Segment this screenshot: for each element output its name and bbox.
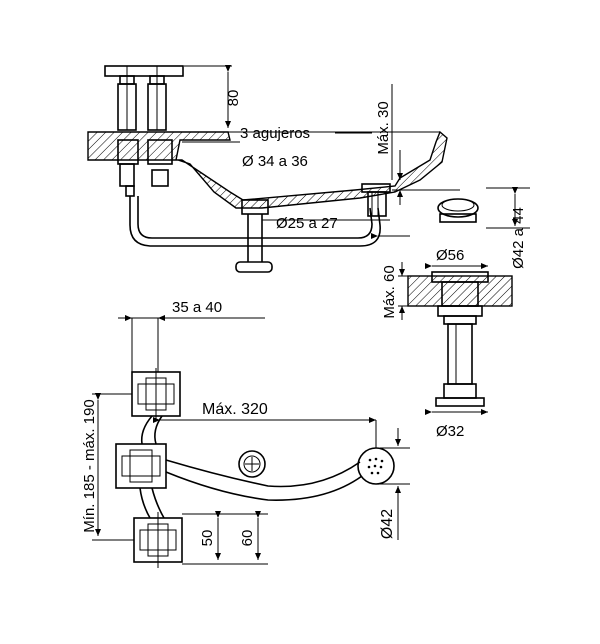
- holes-diameter-label: Ø 34 a 36: [242, 153, 308, 170]
- plug-diameter-label: Ø42 a 44: [510, 207, 527, 269]
- tail-diameter-label: Ø32: [436, 423, 464, 440]
- dim-80-label: 80: [225, 90, 242, 107]
- holes-count-label: 3 agujeros: [240, 125, 310, 142]
- dim-50-label: 50: [199, 530, 216, 547]
- max-30-label: Máx. 30: [375, 101, 392, 154]
- plan-drain-icon: [238, 450, 266, 478]
- basin-section: [87, 130, 448, 209]
- under-deck-valves: [117, 139, 173, 197]
- supply-hose: [129, 196, 381, 247]
- plan-handle-top: [131, 368, 181, 420]
- plan-spout-body: [115, 443, 167, 489]
- plan-spray-hose: [165, 459, 361, 488]
- max-60-label: Máx. 60: [381, 265, 398, 318]
- dim-60-label: 60: [239, 530, 256, 547]
- right-pop-up-valve: [361, 183, 391, 217]
- spread-label: Mín. 185 - máx. 190: [81, 399, 98, 532]
- max-length-label: Máx. 320: [202, 401, 268, 418]
- flange-diameter-label: Ø56: [436, 247, 464, 264]
- handle-spacing-label: 35 a 40: [172, 299, 222, 316]
- plan-handle-bottom: [133, 512, 183, 568]
- drain-diameter-label: Ø25 a 27: [276, 215, 338, 232]
- side-section-view: 80 3 agujeros Ø 34 a 36 Máx. 30 Ø25 a 27: [87, 65, 460, 273]
- center-drain-tail: [235, 199, 273, 273]
- drain-assembly-view: Ø42 a 44 Ø56 Máx. 60 Ø32: [381, 187, 530, 440]
- spray-diameter-label: Ø42: [379, 509, 396, 539]
- faucet-valve-bodies: [104, 65, 184, 131]
- plan-view: 35 a 40: [81, 299, 410, 568]
